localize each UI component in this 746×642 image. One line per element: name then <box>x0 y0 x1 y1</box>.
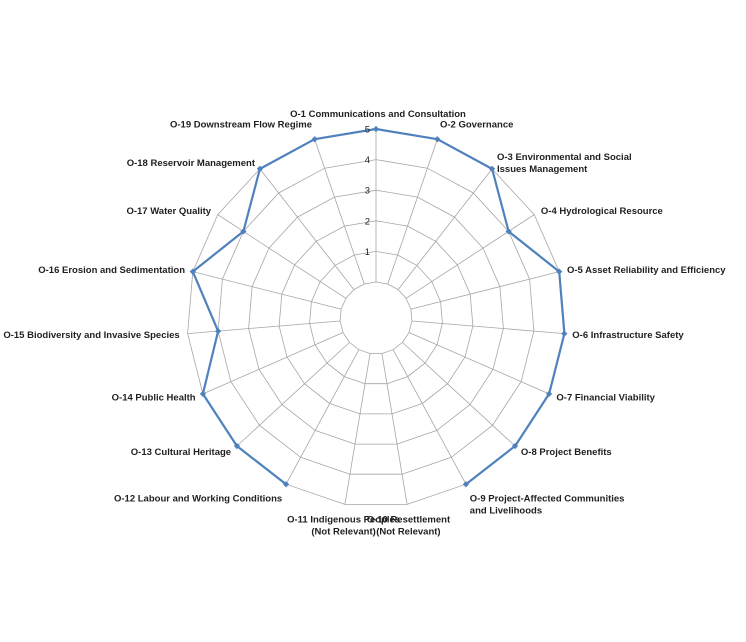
category-label: Issues Management <box>497 164 588 175</box>
grid-ring <box>339 281 413 354</box>
grid-spoke <box>402 342 516 447</box>
grid-ring <box>309 250 443 385</box>
tick-label: 1 <box>365 247 370 258</box>
category-label: O-7 Financial Viability <box>556 393 655 404</box>
tick-label: 3 <box>365 186 370 197</box>
category-label: (Not Relevant) <box>311 526 375 537</box>
grid-spoke <box>410 271 560 310</box>
grid-ring <box>248 189 504 445</box>
grid-spoke <box>187 320 341 335</box>
category-label: O-14 Public Health <box>112 393 196 404</box>
category-label: O-8 Project Benefits <box>521 447 612 458</box>
category-label: O-4 Hydrological Resource <box>541 206 663 217</box>
grid-ring <box>217 159 535 475</box>
category-label: O-1 Communications and Consultation <box>290 109 466 120</box>
category-label: O-18 Reservoir Management <box>127 158 256 169</box>
radial-tick-labels: 1 2 3 4 5 <box>365 125 370 258</box>
grid-ring <box>187 128 565 505</box>
grid-spoke <box>392 349 467 485</box>
grid-spoke <box>344 353 371 505</box>
category-label: O-17 Water Quality <box>126 206 211 217</box>
grid-spoke <box>236 342 350 447</box>
data-point <box>282 481 290 488</box>
data-point <box>505 228 512 235</box>
tick-label: 5 <box>365 125 370 136</box>
grid-spoke <box>192 271 342 310</box>
grid-spoke <box>397 168 493 290</box>
grid-spoke <box>314 139 365 285</box>
grid-spoke <box>285 349 360 485</box>
category-label: O-16 Erosion and Sedimentation <box>38 265 185 276</box>
radar-grid <box>187 128 565 505</box>
grid-spoke <box>408 332 550 395</box>
category-label: O-2 Governance <box>440 120 513 131</box>
grid-spoke <box>381 353 408 505</box>
data-point <box>215 327 222 335</box>
data-point <box>189 268 196 275</box>
category-label: O-19 Downstream Flow Regime <box>170 120 312 131</box>
tick-label: 4 <box>365 155 370 166</box>
category-label: O-11 Indigenous Peoples <box>287 514 400 525</box>
grid-spoke <box>405 214 535 299</box>
grid-spoke <box>202 332 344 395</box>
grid-spoke <box>217 214 347 299</box>
category-label: O-10 Resettlement <box>367 514 451 525</box>
category-label: O-9 Project-Affected Communities <box>470 493 625 504</box>
category-label: O-13 Cultural Heritage <box>131 447 231 458</box>
tick-label: 2 <box>365 216 370 227</box>
category-label: O-3 Environmental and Social <box>497 152 632 163</box>
grid-spoke <box>411 320 565 335</box>
grid-ring <box>278 220 474 415</box>
data-point <box>372 125 380 133</box>
category-label: O-12 Labour and Working Conditions <box>114 493 282 504</box>
category-label: O-15 Biodiversity and Invasive Species <box>3 330 179 341</box>
series-line <box>375 127 566 486</box>
radar-series <box>189 125 568 488</box>
category-label: O-6 Infrastructure Safety <box>572 330 684 341</box>
data-point <box>462 481 470 488</box>
category-label: O-5 Asset Reliability and Efficiency <box>567 265 726 276</box>
category-label: (Not Relevant) <box>376 526 440 537</box>
data-point <box>561 330 568 337</box>
grid-spoke <box>259 168 355 290</box>
category-label: and Livelihoods <box>470 505 542 516</box>
grid-spoke <box>387 139 438 285</box>
